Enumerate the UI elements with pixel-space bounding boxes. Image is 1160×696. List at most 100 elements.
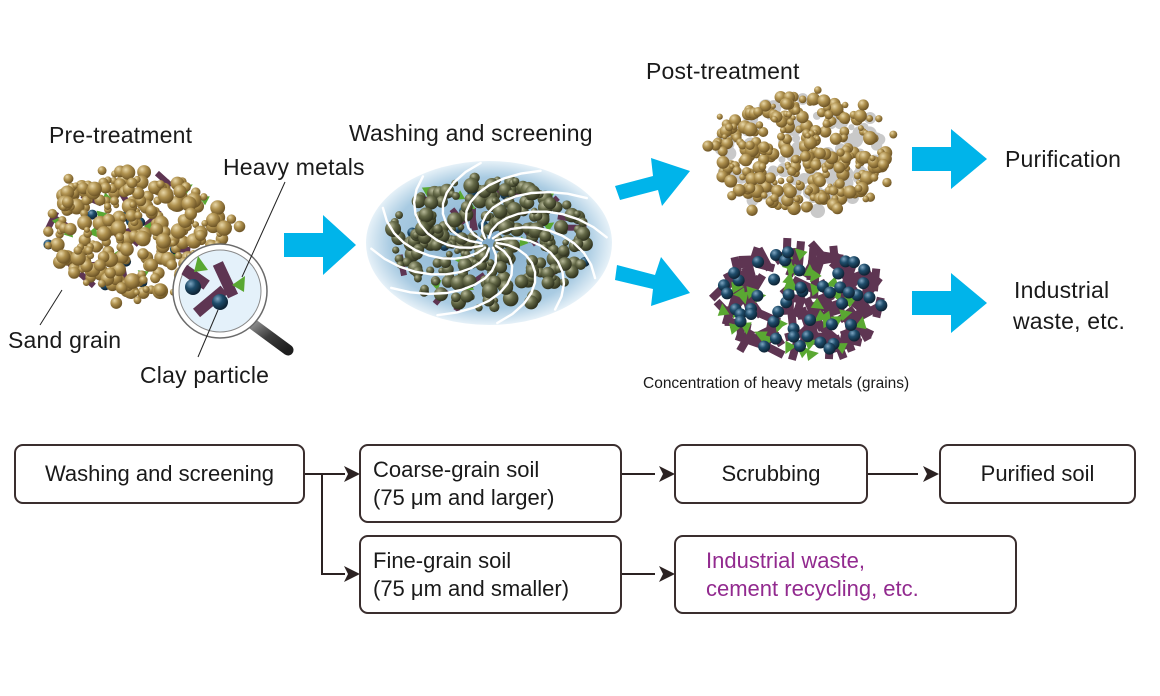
sand-grain <box>732 166 742 176</box>
sand-grain <box>82 279 90 286</box>
arrow-right-icon <box>284 215 356 275</box>
arrow-to-purification-icon <box>912 129 987 189</box>
clay-particle <box>814 336 827 349</box>
sand-grain <box>828 185 839 196</box>
flow-box-label: Scrubbing <box>721 461 821 486</box>
clay-particle <box>848 329 861 342</box>
sand-grain <box>786 111 793 118</box>
sand-grain <box>840 134 848 141</box>
sand-grain <box>759 100 772 112</box>
sand-grain <box>43 226 54 237</box>
sand-grain <box>717 146 728 157</box>
swirl-line <box>491 226 597 280</box>
flow-box-coarse-grain-soil: Coarse-grain soil (75 μm and larger) <box>359 444 622 523</box>
sand-grain <box>771 115 778 123</box>
sand-grain <box>63 173 74 184</box>
flow-box-label: Washing and screening <box>44 461 275 486</box>
clay-particle <box>745 308 758 321</box>
clay-particle <box>87 209 98 220</box>
sand-grain <box>97 166 107 176</box>
heavy-metal-triangle <box>794 248 808 261</box>
sand-grain <box>776 166 785 174</box>
grain-shadow <box>778 155 786 163</box>
sand-grain <box>135 230 151 247</box>
grain-shadow <box>791 134 801 143</box>
clay-particle <box>858 263 871 276</box>
swirl-line <box>441 161 483 245</box>
sand-grain <box>853 109 867 123</box>
sand-grain <box>514 274 529 289</box>
sand-grain <box>150 273 161 284</box>
arrowhead-icon <box>659 566 675 582</box>
sand-grain <box>829 132 842 145</box>
flow-box-sublabel: cement recycling, etc. <box>706 575 919 601</box>
sand-grain <box>803 136 817 150</box>
sand-grain <box>777 177 785 185</box>
heavy-metal-triangle <box>782 278 796 291</box>
washing-screening-vortex <box>366 161 612 325</box>
sand-grain <box>824 110 834 120</box>
sand-grain <box>145 205 158 217</box>
swirl-line <box>381 206 487 260</box>
sand-grain <box>97 279 106 288</box>
sand-grain <box>862 195 870 203</box>
sand-grain <box>877 159 890 171</box>
sand-grain <box>432 258 443 268</box>
swirl-line <box>464 169 542 242</box>
clay-particle <box>844 318 857 331</box>
sand-grain <box>492 204 508 219</box>
clay-particle <box>728 266 741 279</box>
sand-grain <box>115 232 124 242</box>
sand-grain <box>755 121 764 129</box>
sand-grain <box>816 107 827 118</box>
swirl-line <box>487 210 608 239</box>
sand-grain <box>746 204 758 216</box>
arrowhead-icon <box>923 466 939 482</box>
swirl-line <box>494 237 566 311</box>
sand-grain <box>139 275 148 285</box>
sand-grain <box>727 190 737 201</box>
heavy-metal-concentrate-cluster <box>708 237 888 362</box>
sand-grain <box>104 267 116 279</box>
sand-grain <box>829 102 844 117</box>
sand-grain <box>798 95 807 104</box>
sand-grain <box>544 197 557 210</box>
heavy-metal-bar <box>848 303 869 325</box>
sand-grain <box>169 239 177 247</box>
sand-grain <box>792 106 801 115</box>
sand-grain <box>445 250 453 258</box>
sand-grain <box>96 226 112 242</box>
flow-box-label: Fine-grain soil <box>373 547 512 573</box>
sand-grain <box>50 237 65 252</box>
sand-grain <box>64 222 77 236</box>
sand-grain <box>110 297 123 309</box>
clay-particle <box>752 255 765 268</box>
sand-grain <box>431 277 440 286</box>
sand-grain <box>855 163 862 169</box>
arrowhead-icon <box>344 466 360 482</box>
sand-grain <box>575 226 591 241</box>
sand-grain <box>460 289 474 303</box>
clay-particle <box>794 281 807 294</box>
sand-grain <box>745 183 756 194</box>
sand-grain <box>491 197 498 204</box>
sand-grain <box>725 123 733 132</box>
sand-grain <box>70 250 86 266</box>
clay-particle-callout-line <box>197 309 219 358</box>
sand-grain <box>753 171 767 185</box>
sand-grain <box>817 94 831 108</box>
sand-grain <box>124 273 141 289</box>
sand-grain <box>206 212 221 228</box>
heavy-metal-bar <box>739 274 761 292</box>
sand-grain <box>787 166 797 176</box>
clay-particle <box>770 249 783 262</box>
flow-box-scrubbing: Scrubbing <box>674 444 868 504</box>
sand-grain <box>44 241 52 250</box>
sand-grain <box>90 241 103 253</box>
sand-grain <box>573 210 581 218</box>
sand-grain <box>523 197 535 209</box>
sand-grain <box>869 155 876 162</box>
sand-grain <box>866 114 874 123</box>
sand-grain <box>786 118 794 126</box>
arrow-lower-right-icon <box>615 257 690 306</box>
